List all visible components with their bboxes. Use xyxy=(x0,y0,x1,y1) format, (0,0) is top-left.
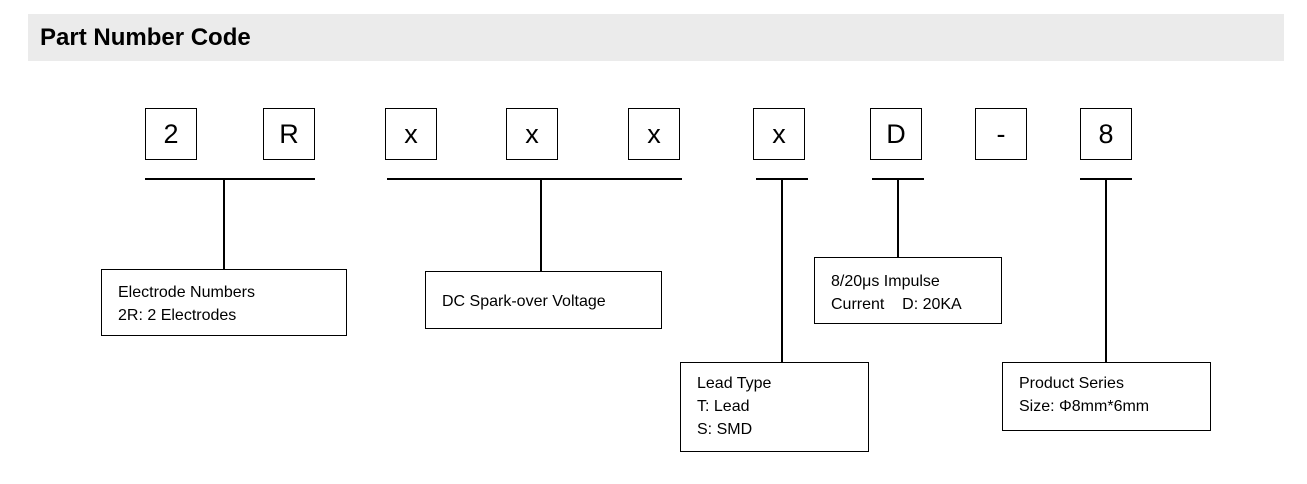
electrode-bracket-line xyxy=(145,178,315,180)
impulse-detail: Current D: 20KA xyxy=(831,296,962,313)
series-title: Product Series xyxy=(1019,375,1124,392)
voltage-connector xyxy=(540,178,542,271)
code-box-5: x xyxy=(628,108,680,160)
lead-title: Lead Type xyxy=(697,375,772,392)
voltage-bracket-line xyxy=(387,178,682,180)
impulse-connector xyxy=(897,178,899,258)
impulse-title: 8/20μs Impulse xyxy=(831,273,940,290)
code-box-7: D xyxy=(870,108,922,160)
electrode-detail: 2R: 2 Electrodes xyxy=(118,307,237,324)
code-box-4: x xyxy=(506,108,558,160)
code-box-9: 8 xyxy=(1080,108,1132,160)
lead-connector xyxy=(781,178,783,362)
electrode-title: Electrode Numbers xyxy=(118,284,255,301)
voltage-description-box: DC Spark-over Voltage xyxy=(425,271,662,329)
code-box-2: R xyxy=(263,108,315,160)
code-box-6: x xyxy=(753,108,805,160)
header-bar: Part Number Code xyxy=(28,14,1284,61)
lead-option-t: T: Lead xyxy=(697,398,750,415)
impulse-description-box: 8/20μs Impulse Current D: 20KA xyxy=(814,257,1002,324)
code-box-8: - xyxy=(975,108,1027,160)
voltage-title: DC Spark-over Voltage xyxy=(442,293,606,310)
electrode-connector xyxy=(223,178,225,270)
code-box-3: x xyxy=(385,108,437,160)
electrode-description-box: Electrode Numbers 2R: 2 Electrodes xyxy=(101,269,347,336)
series-connector xyxy=(1105,178,1107,362)
code-box-1: 2 xyxy=(145,108,197,160)
page-title: Part Number Code xyxy=(40,24,251,51)
series-size: Size: Φ8mm*6mm xyxy=(1019,398,1150,415)
lead-option-s: S: SMD xyxy=(697,421,753,438)
lead-description-box: Lead Type T: Lead S: SMD xyxy=(680,362,869,452)
series-description-box: Product Series Size: Φ8mm*6mm xyxy=(1002,362,1211,431)
